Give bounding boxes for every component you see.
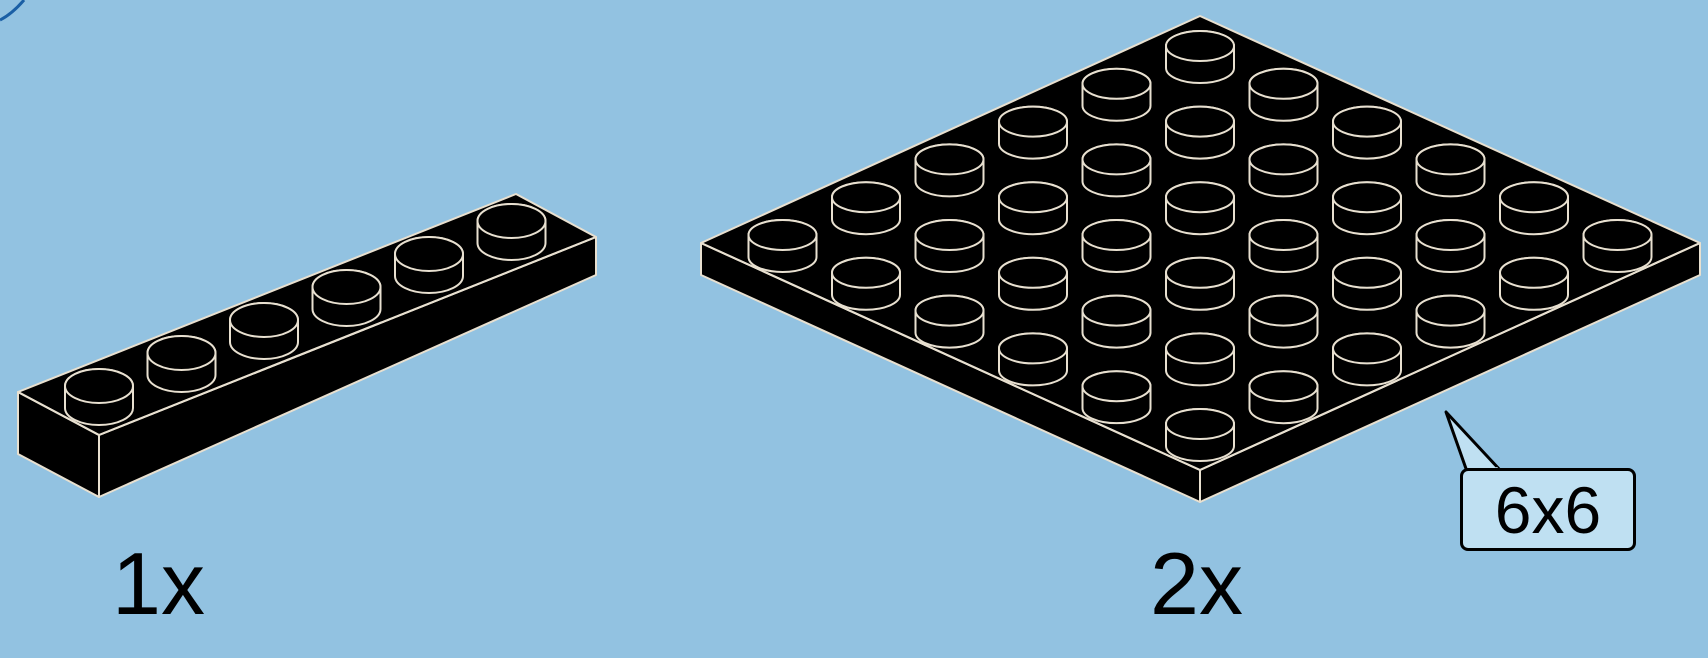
stud: [1332, 332, 1402, 387]
stud: [914, 294, 985, 349]
stud: [1165, 181, 1235, 236]
stud: [998, 105, 1068, 160]
stud: [1499, 256, 1569, 311]
stud: [1332, 256, 1402, 311]
stud: [1415, 143, 1486, 198]
stud: [476, 203, 547, 261]
stud: [1248, 67, 1319, 122]
stud: [914, 219, 985, 273]
stud: [394, 236, 464, 294]
stud: [146, 335, 217, 393]
stud: [1081, 370, 1152, 425]
stud: [64, 368, 134, 426]
plate-6x6-quantity: 2x: [1150, 534, 1243, 633]
stud: [1248, 143, 1319, 198]
plate-6x6-size-badge: 6x6: [1460, 468, 1636, 551]
stud: [1081, 294, 1152, 349]
plate-6x6-top-face: [700, 15, 1701, 471]
stud: [1248, 370, 1319, 425]
stud: [1165, 256, 1235, 311]
plate-1x6-illustration: [17, 193, 597, 498]
stud: [1582, 219, 1653, 273]
stud: [1081, 67, 1152, 122]
stud: [914, 143, 985, 198]
stud: [747, 219, 818, 273]
stud: [1499, 181, 1569, 236]
plate-1x6-studs: [64, 203, 547, 426]
stud: [1332, 181, 1402, 236]
stud: [1332, 105, 1402, 160]
stud: [1415, 294, 1486, 349]
stud: [229, 302, 299, 360]
stud: [1081, 219, 1152, 273]
stud: [831, 256, 901, 311]
plate-6x6-studs: [747, 30, 1653, 462]
stud: [998, 256, 1068, 311]
stud: [1165, 105, 1235, 160]
stud: [831, 181, 901, 236]
corner-accent: [0, 0, 26, 22]
stud: [998, 332, 1068, 387]
stud: [311, 269, 382, 327]
stud: [1165, 332, 1235, 387]
stud: [1248, 219, 1319, 273]
stud: [1165, 30, 1235, 84]
stud: [1248, 294, 1319, 349]
stud: [1165, 408, 1235, 462]
stud: [998, 181, 1068, 236]
stud: [1415, 219, 1486, 273]
plate-1x6-quantity: 1x: [112, 534, 205, 633]
plate-6x6-illustration: [700, 15, 1701, 503]
stud: [1081, 143, 1152, 198]
